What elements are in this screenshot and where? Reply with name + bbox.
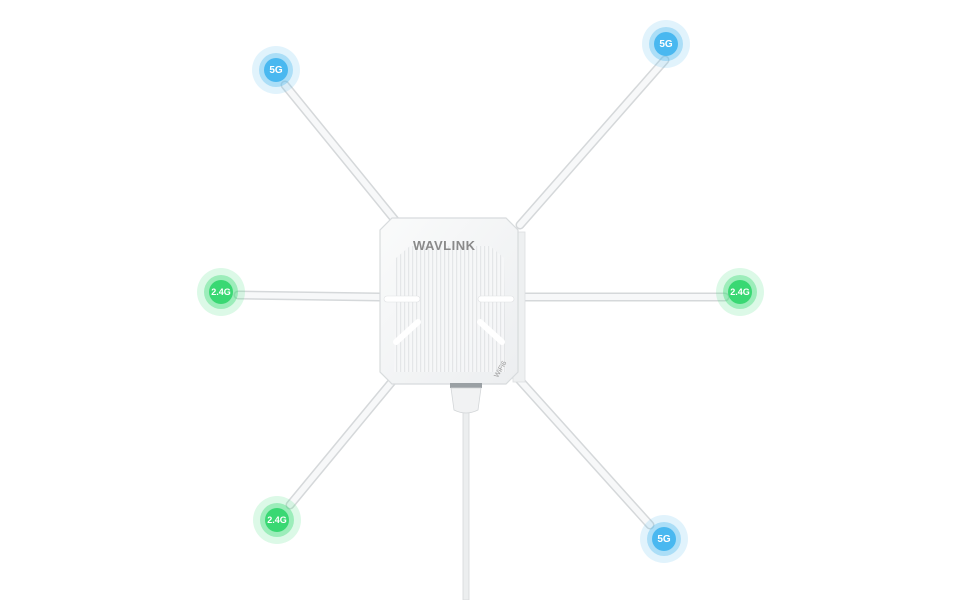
band-badge-24g-right: 2.4G xyxy=(716,268,764,316)
band-label: 2.4G xyxy=(730,287,750,297)
band-badge-24g-left: 2.4G xyxy=(197,268,245,316)
antenna-bottom-right xyxy=(510,370,655,530)
antenna-top-right xyxy=(515,55,670,230)
band-label: 5G xyxy=(657,533,671,545)
device-body xyxy=(379,217,519,385)
brand-logo: WAVLINK xyxy=(413,238,476,253)
band-badge-5g-top-left: 5G xyxy=(252,46,300,94)
antenna-right xyxy=(520,291,730,303)
antenna-top-left xyxy=(280,80,400,225)
band-label: 2.4G xyxy=(267,515,287,525)
band-label: 2.4G xyxy=(211,287,231,297)
ethernet-cable xyxy=(462,399,470,601)
band-label: 5G xyxy=(269,64,283,76)
band-badge-5g-top-right: 5G xyxy=(642,20,690,68)
cable-gland xyxy=(450,383,482,414)
band-badge-5g-bottom-right: 5G xyxy=(640,515,688,563)
antenna-bottom-left xyxy=(285,373,400,510)
band-label: 5G xyxy=(659,38,673,50)
antenna-left xyxy=(233,290,385,302)
band-badge-24g-bottom-left: 2.4G xyxy=(253,496,301,544)
